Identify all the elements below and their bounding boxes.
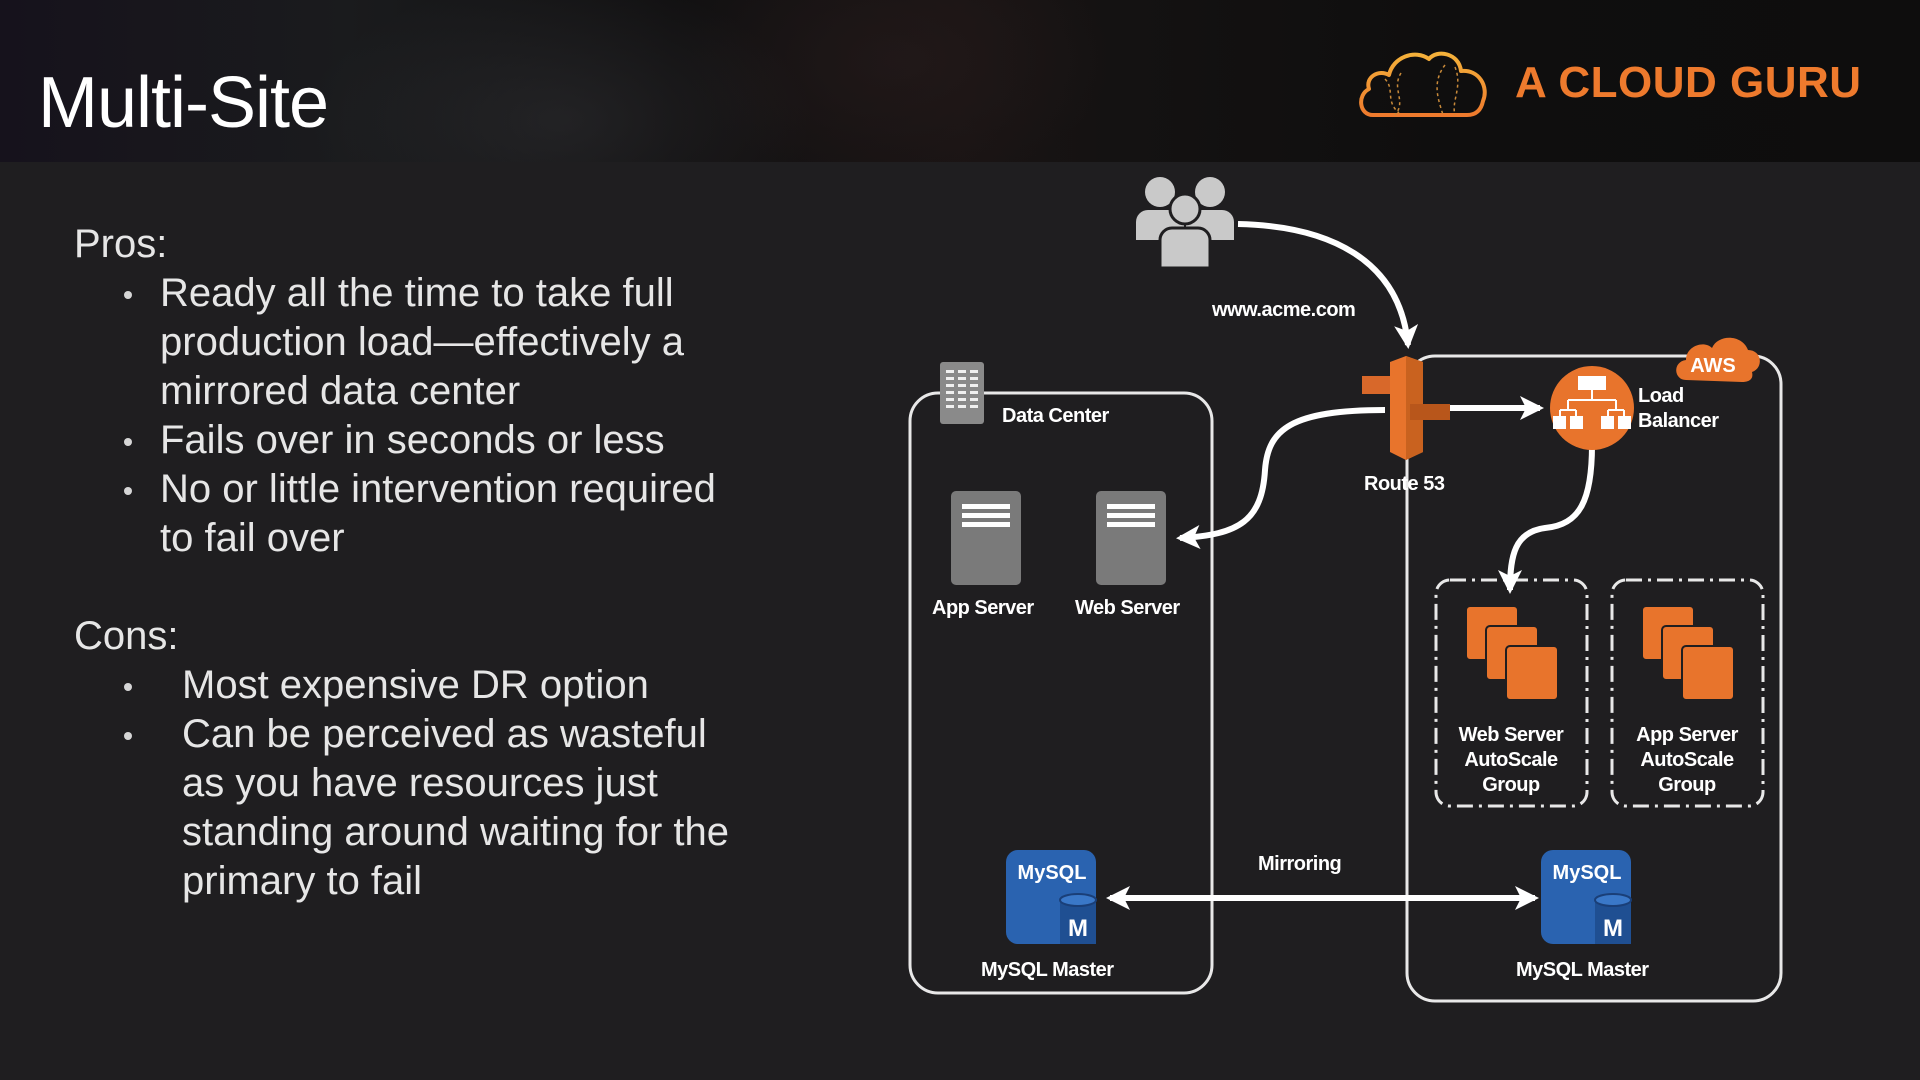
- web-asg-label: Web Server AutoScale Group: [1446, 723, 1576, 798]
- route53-to-webserver-arrow: [1176, 407, 1386, 549]
- web-asg-boundary: [1434, 578, 1589, 808]
- brand-name: A CLOUD GURU: [1515, 57, 1862, 107]
- cons-item-text: Most expensive DR option: [182, 663, 649, 707]
- pros-item-text: Ready all the time to take full producti…: [160, 271, 685, 413]
- app-server-label: App Server: [932, 597, 1034, 619]
- mirroring-label: Mirroring: [1258, 853, 1342, 875]
- app-server-icon: [951, 491, 1021, 585]
- app-asg-label-line1: App Server: [1636, 724, 1738, 746]
- mysql-master-dc-icon: MySQL M: [1006, 850, 1097, 944]
- pros-section: Pros: Ready all the time to take full pr…: [74, 220, 754, 563]
- web-server-label: Web Server: [1075, 597, 1180, 619]
- bullet-icon: [124, 438, 132, 446]
- pros-list: Ready all the time to take full producti…: [74, 269, 754, 563]
- users-to-route53-arrow: [1237, 221, 1419, 349]
- load-balancer-label-line1: Load: [1638, 385, 1684, 407]
- cons-list: Most expensive DR option Can be perceive…: [74, 661, 754, 906]
- pros-item: No or little intervention required to fa…: [74, 465, 754, 563]
- bullet-icon: [124, 732, 132, 740]
- app-asg-label-line3: Group: [1658, 774, 1716, 796]
- route53-icon: [1362, 356, 1450, 460]
- cons-item-text: Can be perceived as wasteful as you have…: [182, 712, 730, 903]
- app-asg-instances-icon: [1641, 605, 1735, 701]
- aws-badge-label: AWS: [1690, 355, 1736, 377]
- bullet-icon: [124, 291, 132, 299]
- url-label: www.acme.com: [1212, 299, 1356, 321]
- pros-item: Ready all the time to take full producti…: [74, 269, 754, 416]
- slide-title: Multi-Site: [38, 63, 329, 143]
- cloud-logo-icon: [1359, 51, 1487, 117]
- cons-item: Can be perceived as wasteful as you have…: [74, 710, 754, 906]
- data-center-label: Data Center: [1002, 405, 1109, 427]
- web-asg-instances-icon: [1465, 605, 1559, 701]
- pros-title: Pros:: [74, 222, 168, 266]
- bullet-icon: [124, 487, 132, 495]
- users-icon: [1136, 177, 1234, 270]
- mysql-icon-badge: M: [1068, 915, 1088, 942]
- aws-boundary: [1405, 354, 1783, 1003]
- app-asg-boundary: [1610, 578, 1765, 808]
- text-column: Pros: Ready all the time to take full pr…: [74, 220, 754, 906]
- brand-logo: A CLOUD GURU: [1355, 40, 1862, 125]
- load-balancer-label-line2: Balancer: [1638, 410, 1719, 432]
- web-server-icon: [1096, 491, 1166, 585]
- lb-to-web-asg-arrow: [1498, 444, 1595, 594]
- web-asg-label-line2: AutoScale: [1464, 749, 1558, 771]
- cons-title: Cons:: [74, 614, 179, 658]
- data-center-building-icon: [940, 362, 984, 424]
- load-balancer-label: Load Balancer: [1638, 384, 1719, 434]
- app-asg-label-line2: AutoScale: [1640, 749, 1734, 771]
- header-band: [0, 0, 1920, 162]
- data-center-boundary: [908, 391, 1214, 995]
- bullet-icon: [124, 683, 132, 691]
- pros-item-text: Fails over in seconds or less: [160, 418, 665, 462]
- web-asg-label-line1: Web Server: [1458, 724, 1564, 746]
- cons-item: Most expensive DR option: [74, 661, 754, 710]
- mysql-icon-text: MySQL: [1553, 862, 1622, 884]
- aws-cloud-icon: [1676, 337, 1760, 382]
- mysql-master-aws-icon: MySQL M: [1541, 850, 1632, 944]
- pros-item-text: No or little intervention required to fa…: [160, 467, 716, 560]
- aws-mysql-label: MySQL Master: [1516, 959, 1649, 981]
- app-asg-label: App Server AutoScale Group: [1622, 723, 1752, 798]
- load-balancer-icon: [1550, 366, 1634, 450]
- dc-mysql-label: MySQL Master: [981, 959, 1114, 981]
- mysql-icon-text: MySQL: [1018, 862, 1087, 884]
- web-asg-label-line3: Group: [1482, 774, 1540, 796]
- route53-label: Route 53: [1364, 473, 1445, 495]
- cons-section: Cons: Most expensive DR option Can be pe…: [74, 612, 754, 906]
- pros-item: Fails over in seconds or less: [74, 416, 754, 465]
- mysql-icon-badge: M: [1603, 915, 1623, 942]
